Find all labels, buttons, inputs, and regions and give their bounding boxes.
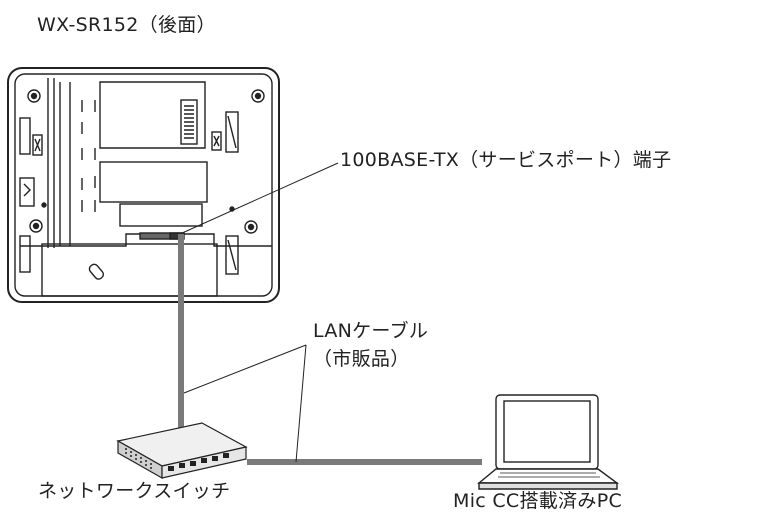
network-switch-icon — [116, 422, 248, 480]
device-title: WX-SR152（後面） — [37, 14, 216, 36]
pc-label: Mic CC搭載済みPC — [453, 490, 623, 512]
screw-top-left — [27, 89, 41, 103]
screw-bottom-left — [29, 219, 43, 233]
network-switch-label: ネットワークスイッチ — [38, 480, 231, 502]
screw-top-right — [251, 89, 265, 103]
device-rear-panel — [7, 67, 280, 303]
laptop-pc-icon — [477, 394, 620, 490]
service-port-label: 100BASE-TX（サービスポート）端子 — [340, 149, 672, 171]
lan-cable-label: LANケーブル — [313, 320, 429, 342]
lan-cable-note: （市販品） — [313, 348, 410, 370]
cable-leader-lines — [183, 344, 307, 463]
port-leader-line — [179, 162, 339, 235]
screw-bottom-right — [244, 220, 258, 234]
